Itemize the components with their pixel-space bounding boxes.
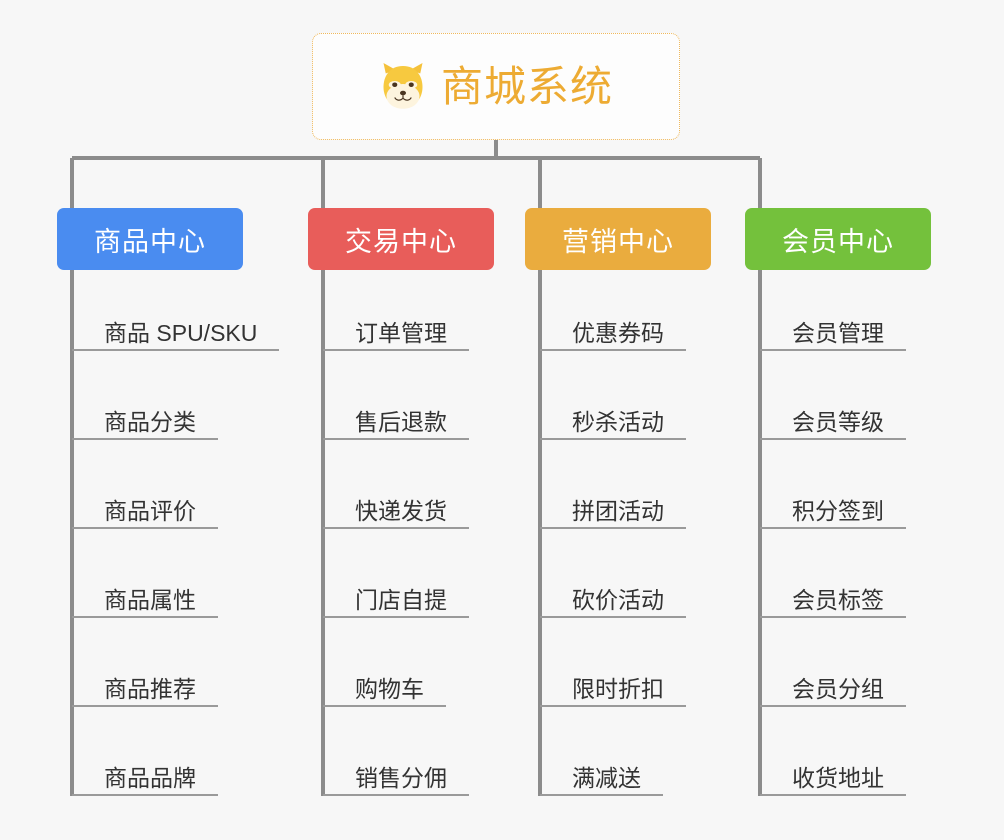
category-title: 营销中心 xyxy=(562,226,674,257)
leaf-item-label: 购物车 xyxy=(355,675,424,702)
leaf-item-label: 砍价活动 xyxy=(572,586,664,613)
leaf-item-label: 商品评价 xyxy=(104,497,196,524)
leaf-item[interactable]: 砍价活动 xyxy=(540,572,686,618)
category-title: 会员中心 xyxy=(782,226,894,257)
category-box-member-center[interactable]: 会员中心 xyxy=(745,208,931,270)
leaf-item-label: 销售分佣 xyxy=(355,764,447,791)
leaf-item[interactable]: 限时折扣 xyxy=(540,661,686,707)
leaf-item[interactable]: 购物车 xyxy=(323,661,446,707)
leaf-item-label: 会员等级 xyxy=(792,408,884,435)
leaf-item[interactable]: 会员等级 xyxy=(760,394,906,440)
leaf-item[interactable]: 快递发货 xyxy=(323,483,469,529)
leaf-item-label: 商品品牌 xyxy=(104,764,196,791)
leaf-item-label: 满减送 xyxy=(572,764,641,791)
leaf-item-label: 会员分组 xyxy=(792,675,884,702)
category-box-trade-center[interactable]: 交易中心 xyxy=(308,208,494,270)
leaf-item-label: 快递发货 xyxy=(355,497,447,524)
leaf-item-label: 商品推荐 xyxy=(104,675,196,702)
leaf-item-label: 商品分类 xyxy=(104,408,196,435)
leaf-item[interactable]: 拼团活动 xyxy=(540,483,686,529)
leaf-item-label: 收货地址 xyxy=(792,764,884,791)
leaf-item-label: 优惠券码 xyxy=(572,319,664,346)
root-node[interactable]: 商城系统 xyxy=(312,33,680,140)
leaf-item[interactable]: 秒杀活动 xyxy=(540,394,686,440)
leaf-item[interactable]: 订单管理 xyxy=(323,305,469,351)
root-title: 商城系统 xyxy=(440,62,613,110)
leaf-item[interactable]: 会员标签 xyxy=(760,572,906,618)
leaf-item[interactable]: 售后退款 xyxy=(323,394,469,440)
leaf-item[interactable]: 优惠券码 xyxy=(540,305,686,351)
leaf-item-label: 商品属性 xyxy=(104,586,196,613)
leaf-item-label: 会员标签 xyxy=(792,586,884,613)
leaf-item[interactable]: 会员管理 xyxy=(760,305,906,351)
leaf-item-label: 订单管理 xyxy=(355,319,447,346)
leaf-item[interactable]: 销售分佣 xyxy=(323,750,469,796)
leaf-item[interactable]: 会员分组 xyxy=(760,661,906,707)
leaf-item-label: 会员管理 xyxy=(792,319,884,346)
leaf-item-label: 拼团活动 xyxy=(572,497,664,524)
leaf-item[interactable]: 商品 SPU/SKU xyxy=(72,305,280,351)
leaf-item-label: 门店自提 xyxy=(355,586,447,613)
shiba-dog-emoji xyxy=(379,61,427,113)
category-box-product-center[interactable]: 商品中心 xyxy=(57,208,243,270)
leaf-item[interactable]: 商品品牌 xyxy=(72,750,218,796)
leaf-item[interactable]: 积分签到 xyxy=(760,483,906,529)
leaf-item-label: 秒杀活动 xyxy=(572,408,664,435)
leaf-item-label: 积分签到 xyxy=(792,497,884,524)
leaf-item[interactable]: 门店自提 xyxy=(323,572,469,618)
leaf-item[interactable]: 商品分类 xyxy=(72,394,218,440)
category-title: 商品中心 xyxy=(94,226,206,257)
leaf-item[interactable]: 收货地址 xyxy=(760,750,906,796)
category-title: 交易中心 xyxy=(345,226,457,257)
leaf-item-label: 商品 SPU/SKU xyxy=(104,319,258,346)
category-box-marketing-center[interactable]: 营销中心 xyxy=(525,208,711,270)
leaf-item[interactable]: 商品评价 xyxy=(72,483,218,529)
leaf-item[interactable]: 商品推荐 xyxy=(72,661,218,707)
leaf-item-label: 限时折扣 xyxy=(572,675,664,702)
leaf-item[interactable]: 满减送 xyxy=(540,750,663,796)
leaf-item[interactable]: 商品属性 xyxy=(72,572,218,618)
leaf-item-label: 售后退款 xyxy=(355,408,447,435)
